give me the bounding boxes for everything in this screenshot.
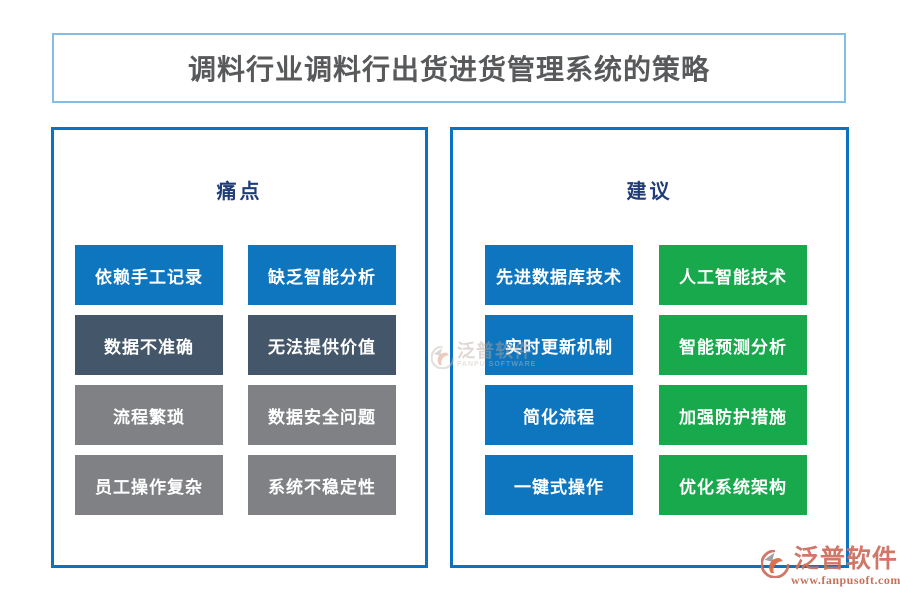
suggestion-item: 优化系统架构 — [659, 455, 807, 515]
pain-point-item: 流程繁琐 — [75, 385, 223, 445]
suggestion-item: 实时更新机制 — [485, 315, 633, 375]
pain-point-item: 员工操作复杂 — [75, 455, 223, 515]
title-box: 调料行业调料行出货进货管理系统的策略 — [52, 33, 846, 103]
pain-points-header: 痛点 — [216, 181, 263, 203]
pain-points-panel: 痛点 依赖手工记录 缺乏智能分析 数据不准确 无法提供价值 流程繁琐 数据安全问… — [51, 127, 428, 568]
suggestion-item: 一键式操作 — [485, 455, 633, 515]
suggestions-grid: 先进数据库技术 人工智能技术 实时更新机制 智能预测分析 简化流程 加强防护措施… — [485, 245, 807, 515]
suggestion-item: 先进数据库技术 — [485, 245, 633, 305]
pain-point-item: 无法提供价值 — [248, 315, 396, 375]
suggestion-item: 智能预测分析 — [659, 315, 807, 375]
pain-point-item: 数据安全问题 — [248, 385, 396, 445]
suggestions-panel: 建议 先进数据库技术 人工智能技术 实时更新机制 智能预测分析 简化流程 加强防… — [450, 127, 849, 568]
pain-points-grid: 依赖手工记录 缺乏智能分析 数据不准确 无法提供价值 流程繁琐 数据安全问题 员… — [75, 245, 396, 515]
pain-point-item: 依赖手工记录 — [75, 245, 223, 305]
pain-point-item: 缺乏智能分析 — [248, 245, 396, 305]
page-title: 调料行业调料行出货进货管理系统的策略 — [187, 54, 710, 85]
suggestions-header: 建议 — [626, 181, 673, 203]
pain-point-item: 数据不准确 — [75, 315, 223, 375]
suggestion-item: 简化流程 — [485, 385, 633, 445]
suggestion-item: 加强防护措施 — [659, 385, 807, 445]
watermark-url: www.fanpusoft.com — [791, 573, 900, 587]
suggestion-item: 人工智能技术 — [659, 245, 807, 305]
pain-point-item: 系统不稳定性 — [248, 455, 396, 515]
